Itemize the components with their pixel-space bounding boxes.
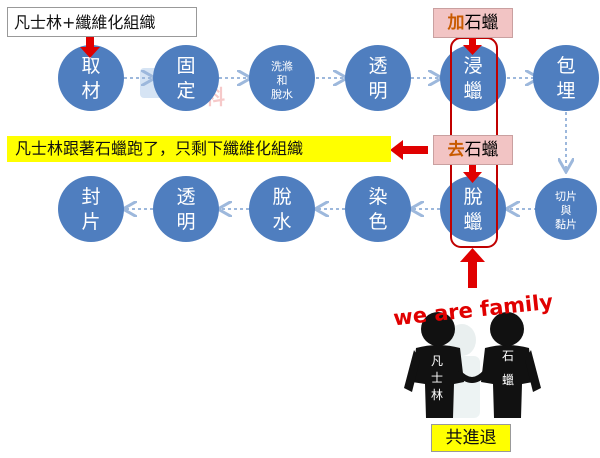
- person-left: 凡 士 林: [404, 312, 464, 418]
- together-label: 共進退: [431, 424, 511, 452]
- svg-text:浸: 浸: [463, 55, 482, 77]
- svg-text:和: 和: [277, 74, 288, 87]
- svg-text:林: 林: [431, 388, 443, 402]
- svg-text:士: 士: [431, 371, 443, 385]
- svg-text:脫: 脫: [272, 186, 291, 208]
- svg-text:定: 定: [176, 80, 195, 102]
- svg-text:蠟: 蠟: [463, 80, 482, 102]
- svg-text:石: 石: [502, 349, 514, 363]
- svg-text:明: 明: [368, 80, 387, 102]
- node-sectioning: 切片 與 黏片: [535, 178, 597, 240]
- person-right: 石 蠟: [481, 312, 541, 418]
- svg-text:染: 染: [368, 186, 387, 208]
- result-label: 凡士林跟著石蠟跑了，只剩下纖維化組織: [7, 136, 391, 162]
- node-sampling: 取 材: [58, 45, 124, 111]
- svg-text:洗滌: 洗滌: [271, 59, 293, 73]
- top-label: 凡士林+纖維化組織: [7, 7, 197, 37]
- red-arrows: [80, 37, 485, 288]
- node-clearing: 透 明: [345, 45, 411, 111]
- svg-text:封: 封: [81, 186, 100, 208]
- row1-nodes: 取 材 固 定 洗滌 和 脫水 透 明 浸 蠟: [58, 45, 599, 111]
- svg-text:凡: 凡: [431, 354, 443, 368]
- svg-text:脫: 脫: [463, 186, 482, 208]
- red-arrow-shaft: [402, 146, 428, 154]
- node-staining: 染 色: [345, 176, 411, 242]
- svg-text:埋: 埋: [556, 80, 575, 102]
- red-arrow-shaft: [469, 38, 476, 46]
- svg-text:與: 與: [561, 203, 572, 217]
- svg-text:黏片: 黏片: [555, 217, 577, 231]
- node-clearing-2: 透 明: [153, 176, 219, 242]
- svg-text:固: 固: [176, 55, 195, 77]
- node-fixation: 固 定: [153, 45, 219, 111]
- node-wash-dehydrate: 洗滌 和 脫水: [249, 45, 315, 111]
- remove-wax-keyword: 去: [447, 140, 465, 160]
- node-infiltration: 浸 蠟: [440, 45, 506, 111]
- red-arrow-shaft: [468, 260, 477, 288]
- node-dewaxing: 脫 蠟: [440, 176, 506, 242]
- red-arrow-shaft: [469, 163, 476, 173]
- svg-text:透: 透: [368, 55, 387, 77]
- red-arrow-head: [460, 248, 485, 262]
- holding-hands: [455, 369, 489, 383]
- row2-nodes: 封 片 透 明 脫 水 染 色 脫 蠟: [58, 176, 597, 242]
- add-wax-label: 加石蠟: [433, 8, 513, 38]
- svg-text:片: 片: [81, 211, 100, 233]
- node-embedding: 包 埋: [533, 45, 599, 111]
- node-mounting: 封 片: [58, 176, 124, 242]
- svg-text:蠟: 蠟: [463, 211, 482, 233]
- svg-text:水: 水: [272, 211, 291, 233]
- red-arrow-head: [463, 45, 482, 55]
- svg-text:明: 明: [176, 211, 195, 233]
- svg-text:包: 包: [556, 55, 575, 77]
- svg-text:蠟: 蠟: [502, 373, 514, 387]
- red-arrow-shaft: [86, 37, 94, 47]
- svg-text:透: 透: [176, 186, 195, 208]
- svg-text:脫水: 脫水: [271, 87, 293, 101]
- add-wax-text: 石蠟: [464, 13, 499, 33]
- svg-text:材: 材: [81, 80, 100, 102]
- red-arrow-head: [390, 140, 403, 160]
- svg-text:色: 色: [368, 211, 387, 233]
- svg-text:取: 取: [81, 55, 100, 77]
- row1-connectors: [124, 78, 566, 170]
- red-arrow-head: [80, 47, 100, 58]
- svg-text:切片: 切片: [555, 190, 577, 203]
- remove-wax-text: 石蠟: [464, 140, 499, 160]
- remove-wax-label: 去石蠟: [433, 135, 513, 165]
- red-arrow-head: [463, 172, 482, 183]
- node-dehydration: 脫 水: [249, 176, 315, 242]
- add-wax-keyword: 加: [447, 13, 465, 33]
